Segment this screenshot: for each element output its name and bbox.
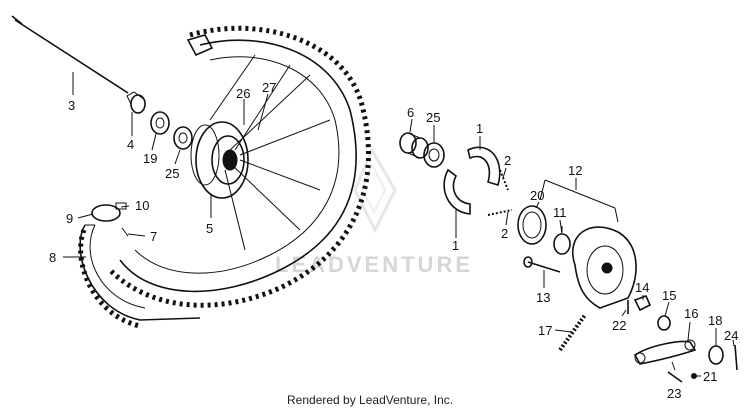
callout-18: 18 xyxy=(708,313,722,328)
brake-shoes xyxy=(443,146,501,215)
callout-2-upper: 2 xyxy=(504,153,511,168)
axle xyxy=(11,15,129,94)
footer-credit: Rendered by LeadVenture, Inc. xyxy=(287,393,453,407)
seal-25 xyxy=(173,126,193,150)
callout-15: 15 xyxy=(662,288,676,303)
callout-12: 12 xyxy=(568,163,582,178)
callout-9: 9 xyxy=(66,211,73,226)
washer-15 xyxy=(657,315,671,331)
callout-22: 22 xyxy=(612,318,626,333)
callout-26: 26 xyxy=(236,86,250,101)
adjusting-nut-18 xyxy=(708,345,724,365)
callout-13: 13 xyxy=(536,290,550,305)
wheel-assembly xyxy=(108,25,372,308)
hub-5 xyxy=(190,121,249,199)
callout-16: 16 xyxy=(684,306,698,321)
callout-21: 21 xyxy=(703,369,717,384)
callout-25-right: 25 xyxy=(426,110,440,125)
callout-1-lower: 1 xyxy=(452,238,459,253)
watermark-logo xyxy=(353,146,397,234)
callout-27: 27 xyxy=(262,80,276,95)
callout-10: 10 xyxy=(135,198,149,213)
callout-8: 8 xyxy=(49,250,56,265)
seal-25-right xyxy=(423,142,445,168)
washer-21 xyxy=(691,373,697,379)
callout-20: 20 xyxy=(530,188,544,203)
callout-7: 7 xyxy=(150,229,157,244)
spring-17 xyxy=(558,313,587,352)
callout-25: 25 xyxy=(165,166,179,181)
callout-19: 19 xyxy=(143,151,157,166)
spring-upper xyxy=(499,169,509,191)
callout-4: 4 xyxy=(127,137,134,152)
callout-11: 11 xyxy=(553,205,567,220)
brake-cam-11 xyxy=(553,226,571,255)
spacer-4 xyxy=(126,91,146,114)
spring-lower xyxy=(487,209,513,216)
callout-23: 23 xyxy=(667,386,681,401)
callout-3: 3 xyxy=(68,98,75,113)
callout-2-lower: 2 xyxy=(501,226,508,241)
callout-5: 5 xyxy=(206,221,213,236)
cam-shaft-13 xyxy=(523,256,561,273)
tire-section xyxy=(78,224,201,329)
brake-panel xyxy=(539,179,637,309)
callout-1-upper: 1 xyxy=(476,121,483,136)
bearing-19 xyxy=(150,111,170,135)
nut-14 xyxy=(633,294,652,312)
callout-17: 17 xyxy=(538,323,552,338)
callout-14: 14 xyxy=(635,280,649,295)
leader-lines xyxy=(63,72,735,377)
collar-6 xyxy=(399,132,429,159)
seal-20 xyxy=(517,205,547,245)
tube-rim-strip xyxy=(91,202,129,237)
bolt-23 xyxy=(667,371,683,383)
callout-6: 6 xyxy=(407,105,414,120)
pin-24 xyxy=(734,344,738,371)
brake-arm-16 xyxy=(633,339,697,365)
callout-24: 24 xyxy=(724,328,738,343)
